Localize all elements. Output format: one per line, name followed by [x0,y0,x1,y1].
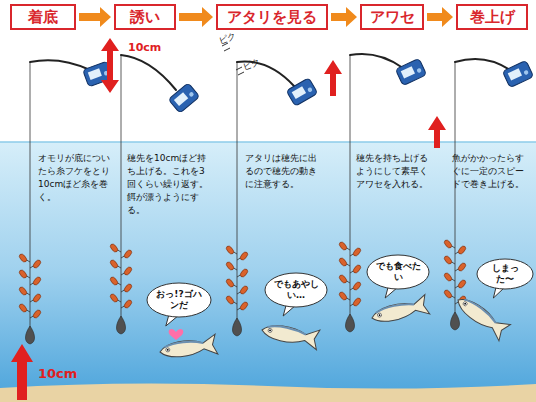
step-title: 誘い [130,8,160,26]
speech-bubble: おっ!?ゴハンだ [146,282,212,318]
dimension-label: 10cm [128,40,172,56]
speech-text: でも食べたい [373,261,423,283]
vibration-marks [222,43,244,75]
speech-bubble: でも食べたい [366,254,430,290]
step-title: 巻上げ [470,8,515,26]
step-box: アワセ [360,4,424,30]
step-note: 穂先を持ち上げるようにして素早くアワセを入れる。 [356,152,434,191]
rig [338,241,362,332]
reel [395,58,426,85]
step-box: 巻上げ [456,4,528,30]
sky [0,0,536,142]
rig [109,243,133,334]
step-title: アワセ [370,8,415,26]
red-arrows [11,38,446,400]
speech-text: しまった〜 [483,263,527,285]
fish [452,292,510,341]
fish [159,334,218,362]
step-box: 誘い [114,4,176,30]
rig [18,253,42,344]
reel [502,60,533,87]
step-title: 着底 [28,8,58,26]
rig [225,245,249,336]
speech-bubble: しまった〜 [476,258,534,290]
fishing-lines [30,55,455,258]
step-note: 魚がかかったらすぐに一定のスピードで巻き上げる。 [452,152,532,191]
bubble-ellipse [477,259,533,289]
reel [286,78,318,107]
reel [168,83,199,114]
fish [370,295,430,328]
step-note: アタリは穂先に出るので穂先の動きに注意する。 [245,152,325,191]
speech-bubble: でもあやしい… [264,272,328,308]
flow-arrow [179,7,213,27]
dimension-label: 10cm [38,364,88,383]
sea-bottom [0,383,536,402]
water [0,142,536,402]
heart [169,329,184,340]
step-box: 着底 [10,4,76,30]
rods [30,54,510,90]
bubble-ellipse [265,273,327,307]
rig [443,239,467,330]
flow-arrow [331,7,357,27]
flow-arrow [79,7,111,27]
speech-text: おっ!?ゴハンだ [153,289,205,311]
fish [260,320,320,350]
flow-arrow [427,7,453,27]
step-note: 穂先を10cmほど持ち上げる。これを3回くらい繰り返す。餌が漂うようにする。 [127,152,211,217]
bubble-ellipse [367,255,429,289]
step-box: アタリを見る [216,4,328,30]
step-title: アタリを見る [227,8,317,26]
step-note: オモリが底についたら糸フケをとり10cmほど糸を巻く。 [38,152,112,204]
speech-text: でもあやしい… [271,279,321,301]
bubble-ellipse [147,283,211,317]
water-surface [0,141,536,143]
